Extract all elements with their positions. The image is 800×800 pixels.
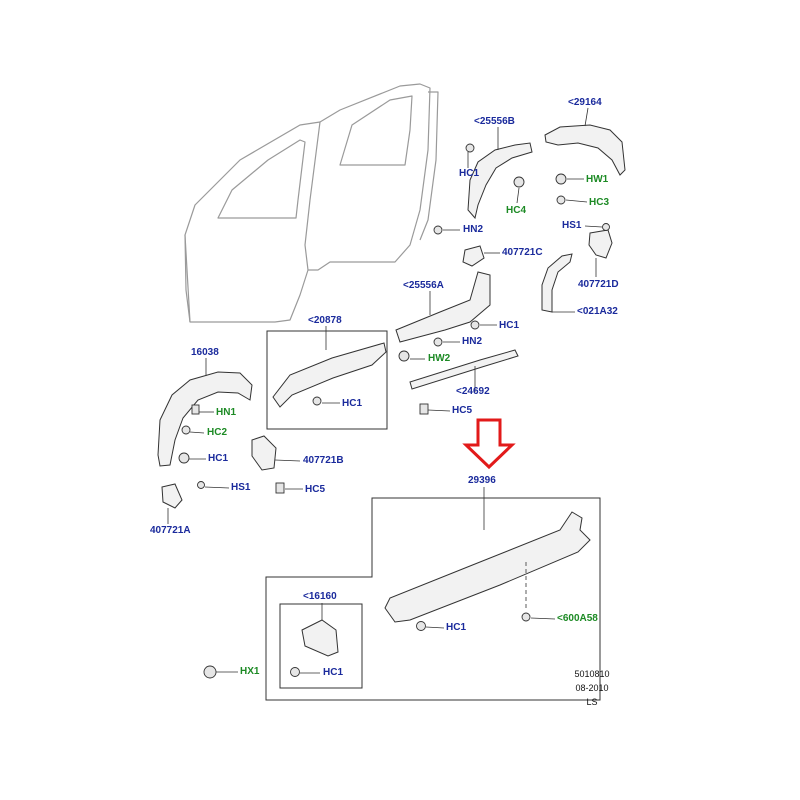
label-hc5-a: HC5 bbox=[452, 405, 473, 416]
label-hx1: HX1 bbox=[240, 666, 260, 677]
label-hn2-b: HN2 bbox=[462, 336, 483, 347]
part-407721d-bracket bbox=[588, 229, 613, 259]
fastener-hw1 bbox=[555, 173, 567, 185]
label-hc2: HC2 bbox=[207, 427, 228, 438]
fastener-hs1-a bbox=[602, 223, 610, 231]
part-407721b-flap bbox=[251, 435, 277, 471]
fastener-hc1-b bbox=[470, 320, 480, 330]
fastener-hc1-d bbox=[178, 452, 190, 464]
fastener-hn2-b bbox=[433, 337, 443, 347]
label-24692: <24692 bbox=[456, 386, 490, 397]
fastener-600a58 bbox=[521, 612, 531, 622]
fastener-hc2 bbox=[181, 425, 191, 435]
leader-lines bbox=[167, 107, 603, 674]
fasteners bbox=[178, 143, 610, 679]
fastener-hc5-a bbox=[419, 403, 429, 415]
label-hc1-b: HC1 bbox=[499, 320, 520, 331]
part-29164-arch bbox=[544, 124, 626, 176]
fastener-hn1 bbox=[191, 404, 200, 415]
fastener-hn2-a bbox=[433, 225, 443, 235]
label-hn2-a: HN2 bbox=[463, 224, 484, 235]
label-25556b: <25556B bbox=[474, 116, 515, 127]
label-25556a: <25556A bbox=[403, 280, 444, 291]
label-407721c: 407721C bbox=[502, 247, 543, 258]
part-021a32-strip bbox=[541, 253, 573, 313]
diagram-initials: LS bbox=[586, 697, 598, 707]
fastener-hc3 bbox=[556, 195, 566, 205]
label-hw1: HW1 bbox=[586, 174, 609, 185]
label-407721a: 407721A bbox=[150, 525, 191, 536]
label-hs1-b: HS1 bbox=[231, 482, 251, 493]
label-hc1-e: HC1 bbox=[446, 622, 467, 633]
part-29396-sill bbox=[384, 511, 591, 623]
fastener-hc5-b bbox=[275, 482, 285, 494]
part-16160-panel bbox=[301, 619, 339, 657]
label-hc1-f: HC1 bbox=[323, 667, 344, 678]
vehicle-door-outline bbox=[184, 83, 439, 323]
label-hn1: HN1 bbox=[216, 407, 237, 418]
label-hw2: HW2 bbox=[428, 353, 451, 364]
label-600a58: <600A58 bbox=[557, 613, 598, 624]
fastener-hw2 bbox=[398, 350, 410, 362]
frame-16160 bbox=[279, 603, 363, 689]
frame-20878 bbox=[266, 330, 388, 430]
fastener-hs1-b bbox=[197, 481, 205, 489]
frame-29396 bbox=[265, 497, 601, 701]
part-20878-molding bbox=[272, 342, 387, 408]
fastener-hc1-e bbox=[416, 621, 426, 631]
label-hc1-d: HC1 bbox=[208, 453, 229, 464]
label-021a32: <021A32 bbox=[577, 306, 618, 317]
parts bbox=[157, 124, 626, 657]
part-16038-arch bbox=[157, 371, 253, 467]
label-hc3: HC3 bbox=[589, 197, 610, 208]
diagram-code: 5010810 bbox=[574, 669, 610, 679]
group-frames bbox=[265, 330, 601, 701]
label-hc1-c: HC1 bbox=[342, 398, 363, 409]
fastener-hc1-c bbox=[312, 396, 322, 406]
fastener-hc4 bbox=[513, 176, 525, 188]
label-407721b: 407721B bbox=[303, 455, 344, 466]
diagram-date: 08-2010 bbox=[575, 683, 609, 693]
part-25556a-trim bbox=[395, 271, 491, 343]
label-hc4: HC4 bbox=[506, 205, 527, 216]
label-hc1-a: HC1 bbox=[459, 168, 480, 179]
part-407721c-bracket bbox=[462, 245, 485, 267]
red-down-arrow-icon bbox=[462, 418, 516, 470]
label-16038: 16038 bbox=[191, 347, 219, 358]
label-20878: <20878 bbox=[308, 315, 342, 326]
fastener-hc1-f bbox=[290, 667, 300, 677]
label-16160: <16160 bbox=[303, 591, 337, 602]
part-25556b-trim bbox=[467, 142, 533, 220]
label-407721d: 407721D bbox=[578, 279, 619, 290]
fastener-hc1-a bbox=[465, 143, 475, 153]
fastener-hx1 bbox=[203, 665, 217, 679]
part-24692-strip bbox=[409, 349, 519, 390]
label-hs1-a: HS1 bbox=[562, 220, 582, 231]
label-29396: 29396 bbox=[468, 475, 496, 486]
label-hc5-b: HC5 bbox=[305, 484, 326, 495]
part-407721a-bracket bbox=[161, 483, 183, 509]
label-29164: <29164 bbox=[568, 97, 602, 108]
